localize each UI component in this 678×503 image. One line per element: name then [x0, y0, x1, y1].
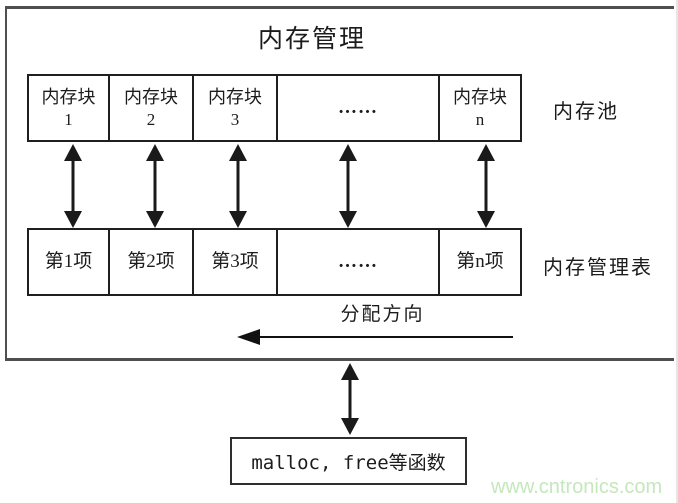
memory-management-frame — [5, 6, 674, 361]
table-entry-cell-n: 第n项 — [438, 230, 520, 294]
memory-block-index: 1 — [64, 109, 73, 129]
page-edge-shade — [676, 0, 678, 503]
memory-block-name: 内存块 — [41, 87, 96, 108]
memory-block-cell-2: 内存块 2 — [108, 76, 192, 140]
pool-table-connector-arrow-1 — [64, 144, 82, 228]
arrow-left-head — [237, 329, 260, 345]
table-entry-cell-2: 第2项 — [108, 230, 192, 294]
allocation-direction-arrow — [237, 328, 513, 346]
function-box: malloc, free等函数 — [230, 437, 467, 485]
pool-table-connector-arrow-2 — [146, 144, 164, 228]
management-table-label: 内存管理表 — [543, 257, 653, 279]
ellipsis-text: …… — [337, 97, 378, 119]
memory-block-name: 内存块 — [453, 87, 507, 108]
memory-pool-label: 内存池 — [553, 101, 619, 123]
pool-table-connector-arrow-5 — [477, 144, 495, 228]
function-box-label: malloc, free等函数 — [251, 451, 446, 474]
arrow-shaft — [253, 336, 513, 338]
memory-block-cell-ellipsis: …… — [275, 76, 438, 140]
memory-block-name: 内存块 — [124, 87, 179, 108]
memory-pool-row: 内存块 1 内存块 2 内存块 3 …… 内存块 n — [27, 74, 522, 142]
management-table-row: 第1项 第2项 第3项 …… 第n项 — [27, 228, 522, 296]
memory-block-name: 内存块 — [207, 87, 262, 108]
table-entry-cell-3: 第3项 — [192, 230, 276, 294]
table-entry-cell-1: 第1项 — [44, 251, 93, 273]
pool-table-connector-arrow-3 — [229, 144, 247, 228]
memory-block-cell-n: 内存块 n — [438, 76, 520, 140]
memory-block-index: 2 — [146, 109, 156, 129]
memory-block-index: 3 — [230, 109, 240, 129]
memory-block-cell-1: 内存块 1 — [29, 76, 108, 140]
watermark: www.cntronics.com — [491, 476, 663, 498]
pool-table-connector-arrow-4 — [339, 144, 357, 228]
allocation-direction-label: 分配方向 — [340, 304, 425, 325]
diagram-title: 内存管理 — [258, 26, 367, 53]
frame-function-connector-arrow — [341, 363, 359, 435]
table-entry-cell-ellipsis: …… — [275, 230, 438, 294]
memory-block-cell-3: 内存块 3 — [192, 76, 276, 140]
memory-block-index: n — [475, 109, 485, 129]
